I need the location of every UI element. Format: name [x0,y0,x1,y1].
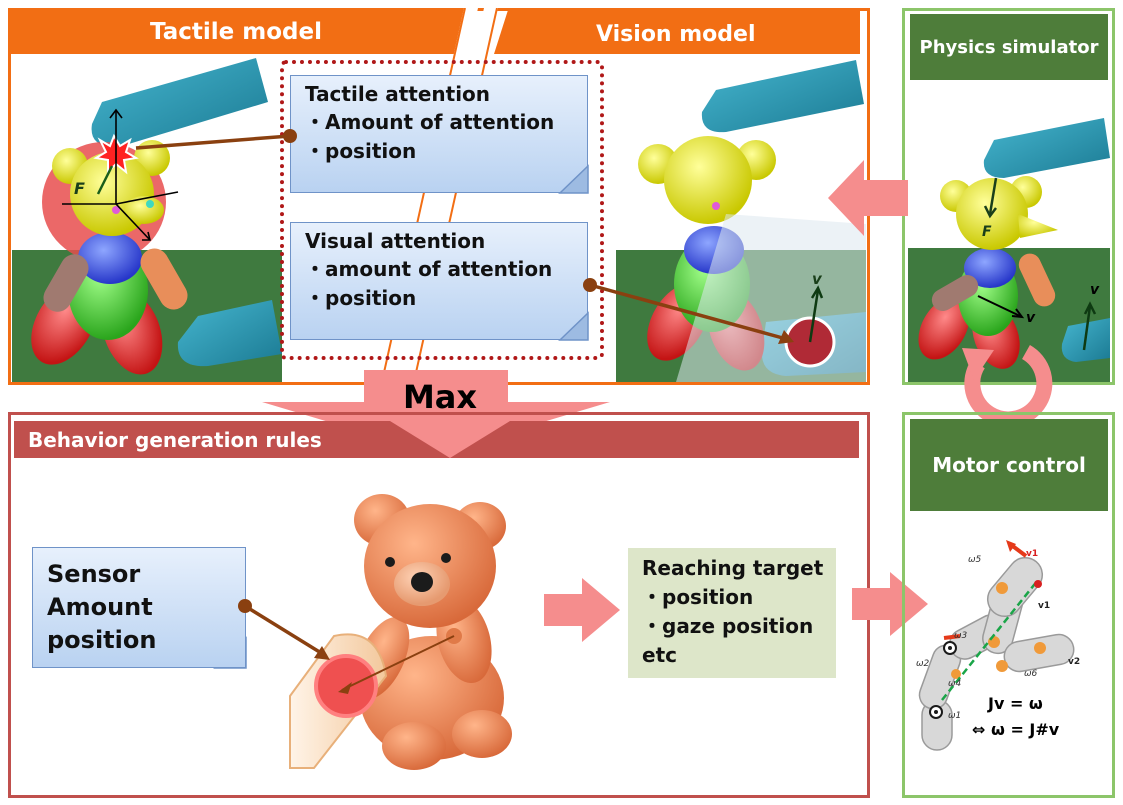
vision-model-title: Vision model [596,21,756,47]
visual-attention-title: Visual attention [305,229,486,253]
visual-attention-note: Visual attention ・amount of attention ・p… [290,222,588,340]
kinematic-chain-diagram: ω5 ω3 ω2 ω4 ω6 ω1 v1 v1 v2 [916,540,1080,751]
omega-label: ω3 [954,631,968,641]
tactile-model-header [10,10,468,54]
omega-label: ω5 [968,555,982,565]
reaching-target-box: Reaching target ・position ・gaze position… [628,548,836,678]
tactile-attention-item: ・position [305,139,417,163]
tactile-attention-note: Tactile attention ・Amount of attention ・… [290,75,588,193]
motor-control-header: Motor control [910,419,1108,511]
tactile-force-label: F [74,179,85,198]
reaching-target-item: ・position [642,585,754,609]
sensor-note-line: Sensor [47,560,141,588]
sensor-note: Sensor Amount position [32,547,246,668]
tactile-attention-item: ・Amount of attention [305,110,555,134]
omega-label: ω2 [916,659,930,669]
v-label: v1 [1038,601,1050,611]
physics-simulator-header: Physics simulator [910,14,1108,80]
physics-to-vision-arrow [828,160,908,236]
omega-label: ω1 [948,711,961,721]
tactile-scene: F [12,54,282,382]
sensor-note-line: position [47,626,157,654]
behavior-rules-header: Behavior generation rules [14,421,859,458]
reaching-target-title: Reaching target [642,556,824,580]
physics-velocity-label-b: v [1090,282,1100,298]
reaching-target-item: etc [642,643,677,667]
physics-force-label: F [982,224,992,240]
motor-equation-2: ⇔ ω = J#v [972,720,1060,739]
motor-equation-1: Jv = ω [988,694,1043,713]
v-label: v2 [1068,657,1080,667]
omega-label: ω6 [1024,669,1038,679]
motor-control-panel [902,412,1115,798]
reaching-to-motor-arrow [852,572,928,636]
sensor-note-line: Amount [47,593,153,621]
vision-velocity-label: v [812,270,823,288]
max-label: Max [402,378,478,416]
tactile-attention-title: Tactile attention [305,82,491,106]
behavior-rules-title: Behavior generation rules [28,427,322,452]
visual-attention-item: ・position [305,286,417,310]
behavior-header-notch [390,421,510,458]
rules-to-reaching-arrow [544,578,620,642]
simulation-cycle-arrow [962,345,1053,428]
teddy-bear-illustration [289,494,512,770]
motor-control-title: Motor control [932,453,1086,477]
omega-label: ω4 [948,679,962,689]
reaching-target-item: ・gaze position [642,614,814,638]
vision-scene: v [616,54,866,382]
vision-model-header [494,10,860,54]
tactile-model-title: Tactile model [150,19,322,45]
physics-simulator-title: Physics simulator [919,36,1099,58]
attention-dotted-box [280,60,604,360]
visual-attention-item: ・amount of attention [305,257,553,281]
v-label: v1 [1026,549,1038,559]
physics-velocity-label-a: v [1026,310,1036,326]
physics-scene: F v v [908,118,1110,382]
